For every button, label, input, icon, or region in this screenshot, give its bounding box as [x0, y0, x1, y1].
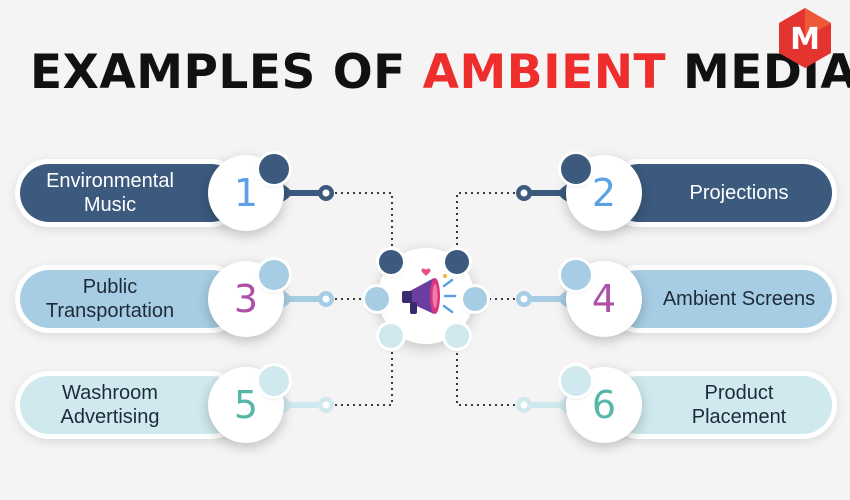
logo-letter: M	[790, 22, 820, 57]
hub-knob-4	[463, 287, 487, 311]
item-3-line-1: Public	[82, 276, 138, 298]
megaphone-icon	[402, 268, 457, 314]
connector-6	[456, 346, 527, 406]
plug-1	[282, 184, 334, 202]
item-1-knob	[259, 154, 289, 184]
connector-5	[335, 346, 393, 406]
item-4-line-1: Ambient Screens	[662, 288, 816, 310]
hub-knob-3	[365, 287, 389, 311]
brand-logo: M	[779, 8, 831, 68]
item-3-line-2: Transportation	[45, 300, 175, 322]
item-5-pill: Washroom Advertising	[20, 376, 240, 434]
item-6-knob	[561, 366, 591, 396]
item-4-knob	[561, 260, 591, 290]
item-1-pill: Environmental Music	[20, 164, 240, 222]
hub-knob-5	[379, 324, 403, 348]
plug-4	[516, 290, 568, 308]
plug-5	[282, 396, 334, 414]
item-6-line-1: Product	[704, 382, 774, 404]
item-2-pill: Projections	[610, 164, 832, 222]
page-title: EXAMPLES OF AMBIENT MEDIA	[30, 38, 850, 108]
item-3-knob	[259, 260, 289, 290]
item-2-knob	[561, 154, 591, 184]
item-2-line-1: Projections	[689, 182, 789, 204]
item-1-line-2: Music	[83, 194, 137, 216]
item-5-knob	[259, 366, 289, 396]
hub-knob-2	[445, 250, 469, 274]
item-6-pill: Product Placement	[610, 376, 832, 434]
plug-6	[516, 396, 568, 414]
hub-knob-6	[445, 324, 469, 348]
plug-2	[516, 184, 568, 202]
item-4-pill: Ambient Screens	[610, 270, 832, 328]
title-accent: AMBIENT	[422, 45, 667, 100]
logo-facet	[805, 8, 831, 38]
item-6-line-2: Placement	[691, 406, 787, 428]
plug-3	[282, 290, 334, 308]
item-3-pill: Public Transportation	[20, 270, 240, 328]
item-5-line-1: Washroom	[62, 382, 158, 404]
connector-1	[335, 192, 393, 254]
hub-knob-1	[379, 250, 403, 274]
connector-2	[456, 192, 527, 254]
title-part-1: EXAMPLES OF	[30, 45, 423, 100]
item-1-line-1: Environmental	[46, 170, 174, 192]
item-5-line-2: Advertising	[60, 406, 160, 428]
